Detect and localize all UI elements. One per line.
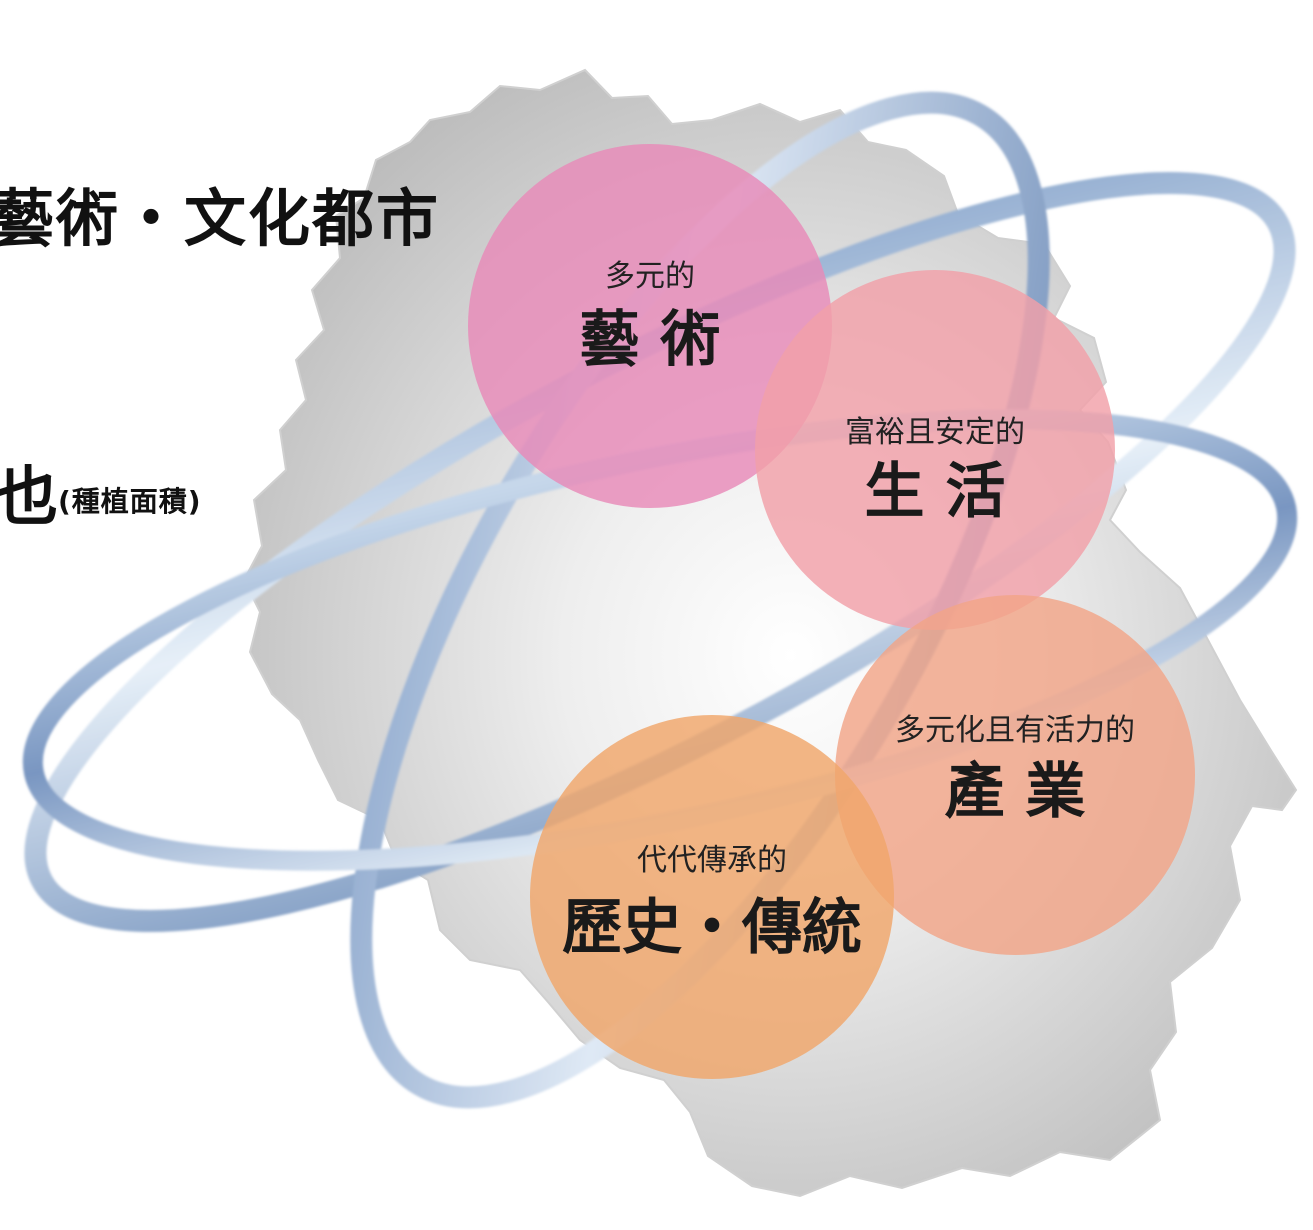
heading-planting-area-note: (種植面積) [58, 485, 202, 518]
circle-life [755, 270, 1115, 630]
circle-life-subtitle: 富裕且安定的 [845, 415, 1025, 450]
circle-life-title: 生 活 [865, 457, 1006, 527]
circle-industry-title: 產 業 [945, 757, 1086, 827]
heading-planting-area: 也(種植面積) [0, 446, 202, 538]
circle-art [468, 144, 832, 508]
heading-art-culture-city: 藝術・文化都市 [0, 182, 441, 255]
circle-history [530, 715, 894, 1079]
circle-art-title: 藝 術 [580, 305, 721, 375]
circle-industry-subtitle: 多元化且有活力的 [895, 713, 1135, 748]
circle-art-subtitle: 多元的 [605, 259, 695, 294]
circle-history-subtitle: 代代傳承的 [637, 843, 787, 878]
circle-history-title: 歷史・傳統 [562, 893, 862, 963]
circle-industry [835, 595, 1195, 955]
heading-planting-area-char: 也 [0, 461, 58, 535]
